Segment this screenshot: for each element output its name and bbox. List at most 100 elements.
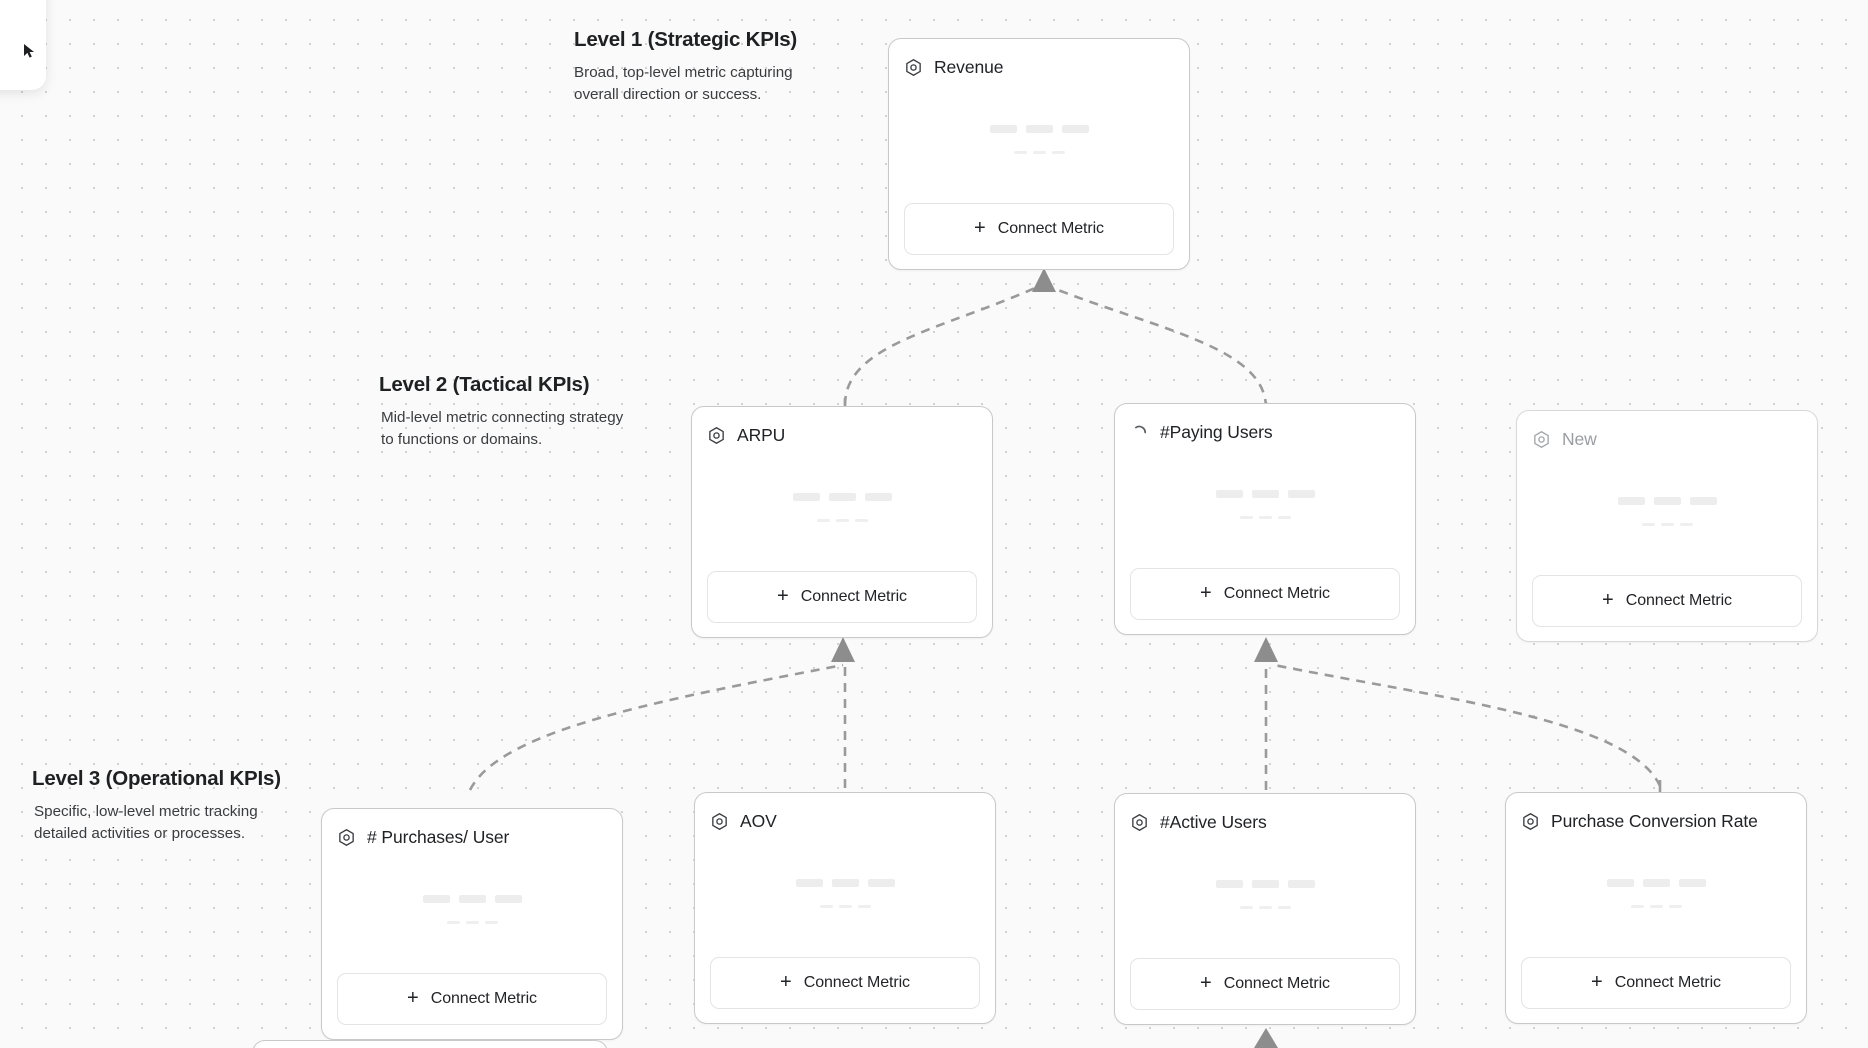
skeleton-bar	[795, 878, 823, 887]
card-skeleton-body	[1532, 452, 1802, 575]
skeleton-row-primary	[989, 124, 1089, 133]
skeleton-bar	[484, 920, 498, 925]
metric-card-partial-offscreen[interactable]	[252, 1040, 608, 1048]
skeleton-bar	[1032, 150, 1046, 155]
skeleton-bar	[1239, 905, 1253, 910]
skeleton-bar	[1258, 905, 1272, 910]
skeleton-bar	[1642, 878, 1670, 887]
skeleton-bar	[1668, 904, 1682, 909]
edge-conversion-to-paying	[1273, 663, 1662, 787]
plus-icon: +	[974, 217, 986, 239]
connect-metric-label: Connect Metric	[800, 588, 907, 605]
metric-card-purchase-conversion-rate[interactable]: Purchase Conversion Rate + Connect Metri…	[1505, 792, 1807, 1024]
skeleton-row-secondary	[819, 904, 871, 909]
skeleton-bar	[422, 894, 450, 903]
skeleton-bar	[1277, 515, 1291, 520]
level-3-title: Level 3 (Operational KPIs)	[32, 767, 281, 790]
skeleton-bar	[1287, 489, 1315, 498]
connect-metric-button[interactable]: + Connect Metric	[1130, 958, 1400, 1010]
card-title: #Paying Users	[1160, 421, 1273, 442]
connect-metric-button[interactable]: + Connect Metric	[1130, 568, 1400, 620]
connect-metric-label: Connect Metric	[803, 974, 910, 991]
skeleton-bar	[831, 878, 859, 887]
skeleton-row-primary	[792, 492, 892, 501]
skeleton-bar	[1630, 904, 1644, 909]
skeleton-bar	[1679, 522, 1693, 527]
connect-metric-button[interactable]: + Connect Metric	[904, 203, 1174, 255]
skeleton-bar	[1617, 496, 1645, 505]
metric-card-aov[interactable]: AOV + Connect Metric	[694, 792, 996, 1024]
card-title: AOV	[740, 810, 777, 831]
skeleton-row-primary	[1617, 496, 1717, 505]
skeleton-bar	[1660, 522, 1674, 527]
hexagon-metric-icon	[1523, 812, 1538, 830]
card-header: Purchase Conversion Rate	[1521, 808, 1791, 834]
skeleton-row-primary	[1606, 878, 1706, 887]
loading-spinner-icon	[1135, 425, 1147, 433]
skeleton-bar	[458, 894, 486, 903]
skeleton-bar	[1277, 905, 1291, 910]
skeleton-bar	[1215, 879, 1243, 888]
metric-card-new[interactable]: New + Connect Metric	[1516, 410, 1818, 642]
card-title: #Active Users	[1160, 811, 1267, 832]
metric-card-active-users[interactable]: #Active Users + Connect Metric	[1114, 793, 1416, 1025]
hexagon-metric-icon	[339, 828, 354, 846]
arrowhead-paying-users	[1254, 637, 1278, 662]
connect-metric-button[interactable]: + Connect Metric	[710, 957, 980, 1009]
connect-metric-button[interactable]: + Connect Metric	[1532, 575, 1802, 627]
skeleton-bar	[1653, 496, 1681, 505]
skeleton-bar	[1215, 489, 1243, 498]
edge-arpu-to-revenue	[843, 286, 1036, 406]
card-header: AOV	[710, 808, 980, 834]
skeleton-bar	[1287, 879, 1315, 888]
skeleton-row-secondary	[446, 920, 498, 925]
skeleton-row-primary	[795, 878, 895, 887]
skeleton-bar	[828, 492, 856, 501]
skeleton-bar	[857, 904, 871, 909]
hexagon-metric-icon	[1534, 430, 1549, 448]
level-1-title: Level 1 (Strategic KPIs)	[574, 28, 798, 51]
skeleton-bar	[1641, 522, 1655, 527]
skeleton-bar	[1689, 496, 1717, 505]
level-2-description: Mid-level metric connecting strategy to …	[381, 409, 624, 448]
level-2-label-block: Level 2 (Tactical KPIs) Mid-level metric…	[379, 373, 626, 450]
skeleton-bar	[1251, 489, 1279, 498]
skeleton-row-secondary	[1641, 522, 1693, 527]
connect-metric-button[interactable]: + Connect Metric	[1521, 957, 1791, 1009]
edge-purchases-to-arpu	[468, 663, 844, 791]
skeleton-bar	[1051, 150, 1065, 155]
hexagon-metric-icon	[709, 426, 724, 444]
skeleton-bar	[1239, 515, 1253, 520]
skeleton-bar	[1606, 878, 1634, 887]
card-title: New	[1562, 428, 1597, 449]
card-skeleton-body	[707, 448, 977, 571]
metric-card-arpu[interactable]: ARPU + Connect Metric	[691, 406, 993, 638]
skeleton-bar	[989, 124, 1017, 133]
card-title: Purchase Conversion Rate	[1551, 810, 1758, 831]
arrowhead-active-users-bottom	[1254, 1028, 1278, 1048]
skeleton-bar	[1251, 879, 1279, 888]
card-skeleton-body	[710, 834, 980, 957]
card-title: Revenue	[934, 56, 1004, 77]
card-header: Revenue	[904, 54, 1174, 80]
metric-card-revenue[interactable]: Revenue + Connect Metric	[888, 38, 1190, 270]
connect-metric-button[interactable]: + Connect Metric	[337, 973, 607, 1025]
skeleton-row-primary	[422, 894, 522, 903]
level-3-label-block: Level 3 (Operational KPIs) Specific, low…	[32, 767, 281, 844]
edge-paying-users-to-revenue	[1052, 286, 1268, 409]
plus-icon: +	[1200, 582, 1212, 604]
card-skeleton-body	[1521, 834, 1791, 957]
connect-metric-button[interactable]: + Connect Metric	[707, 571, 977, 623]
skeleton-row-primary	[1215, 879, 1315, 888]
skeleton-bar	[1013, 150, 1027, 155]
arrowhead-arpu	[831, 637, 855, 662]
skeleton-bar	[446, 920, 460, 925]
floating-toolbar-panel[interactable]	[0, 0, 46, 90]
metric-card-paying-users[interactable]: #Paying Users + Connect Metric	[1114, 403, 1416, 635]
card-header: #Paying Users	[1130, 419, 1400, 445]
card-header: ARPU	[707, 422, 977, 448]
metric-card-purchases-per-user[interactable]: # Purchases/ User + Connect Metric	[321, 808, 623, 1040]
card-skeleton-body	[337, 850, 607, 973]
card-skeleton-body	[1130, 445, 1400, 568]
